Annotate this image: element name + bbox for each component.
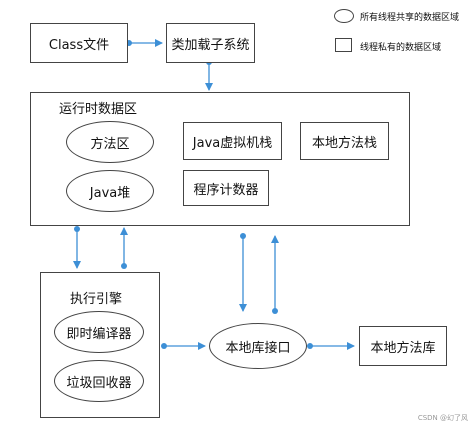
execution-engine-title: 执行引擎 [70, 292, 123, 307]
runtime-data-area-title: 运行时数据区 [59, 102, 138, 117]
java-vm-stack-node: Java虚拟机栈 [183, 122, 282, 160]
arrow-runtime-to-interface [239, 233, 247, 312]
method-area-label: 方法区 [90, 136, 130, 152]
jit-compiler-label: 即时编译器 [66, 326, 132, 342]
arrow-interface-to-runtime [271, 235, 279, 314]
native-method-stack-node: 本地方法栈 [300, 122, 389, 160]
native-library-label: 本地方法库 [370, 340, 436, 356]
legend-private-label: 线程私有的数据区域 [360, 43, 442, 53]
arrow-class-to-loader [126, 39, 163, 47]
legend-shared-label: 所有线程共享的数据区域 [360, 13, 460, 23]
program-counter-node: 程序计数器 [183, 170, 269, 206]
java-heap-node: Java堆 [66, 170, 154, 212]
program-counter-label: 程序计数器 [193, 182, 259, 198]
class-file-label: Class文件 [48, 37, 110, 53]
garbage-collector-label: 垃圾回收器 [66, 375, 132, 391]
arrow-loader-to-runtime [205, 59, 213, 91]
native-library-node: 本地方法库 [359, 326, 447, 366]
watermark: CSDN @幻了风 [417, 414, 468, 422]
class-loader-node: 类加载子系统 [166, 23, 255, 63]
arrow-runtime-to-engine [73, 226, 81, 269]
java-vm-stack-label: Java虚拟机栈 [192, 135, 273, 151]
java-heap-label: Java堆 [89, 185, 131, 201]
arrow-engine-to-interface [161, 342, 206, 350]
method-area-node: 方法区 [66, 121, 154, 163]
arrow-engine-to-runtime [120, 227, 128, 269]
class-loader-label: 类加载子系统 [171, 37, 250, 53]
native-interface-node: 本地库接口 [209, 323, 307, 369]
class-file-node: Class文件 [30, 23, 128, 63]
jit-compiler-node: 即时编译器 [54, 311, 144, 353]
arrow-interface-to-library [307, 342, 355, 350]
legend-private-swatch [335, 38, 352, 52]
legend-shared-swatch [334, 9, 354, 23]
native-interface-label: 本地库接口 [225, 340, 291, 356]
garbage-collector-node: 垃圾回收器 [54, 360, 144, 402]
native-method-stack-label: 本地方法栈 [311, 135, 377, 151]
